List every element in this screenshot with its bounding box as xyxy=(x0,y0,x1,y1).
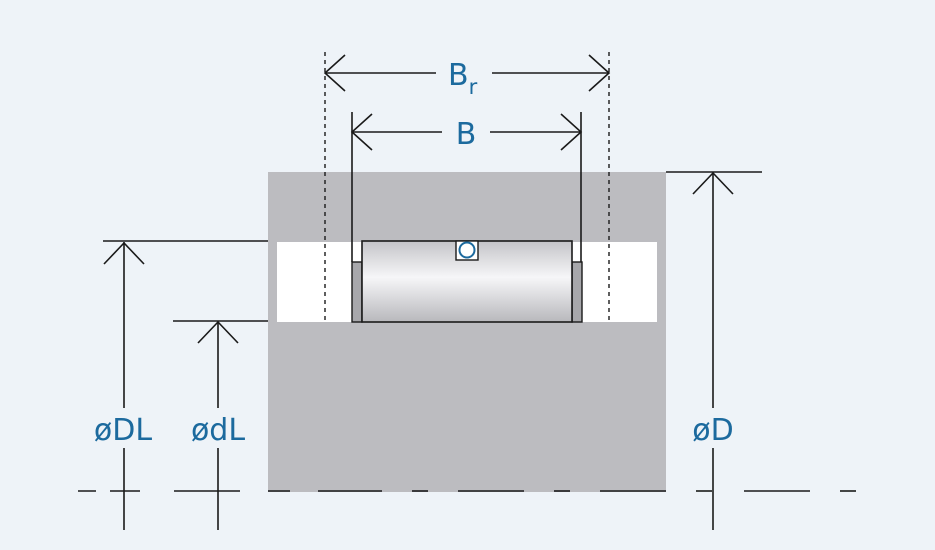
b-dimension xyxy=(350,113,583,151)
dl-small-label: ødL xyxy=(191,413,245,448)
dl-small-dimension xyxy=(173,320,268,530)
d-dimension xyxy=(666,171,762,530)
side-washer-right xyxy=(571,261,583,323)
br-label: Br xyxy=(448,58,478,99)
d-label: øD xyxy=(692,413,733,448)
dl-label: øDL xyxy=(94,413,152,448)
dl-dimension xyxy=(103,240,268,530)
br-dimension xyxy=(323,54,611,92)
lubrication-hole xyxy=(458,241,476,259)
outer-ring xyxy=(268,172,666,492)
b-label: B xyxy=(456,117,477,152)
side-washer-left xyxy=(351,261,363,323)
